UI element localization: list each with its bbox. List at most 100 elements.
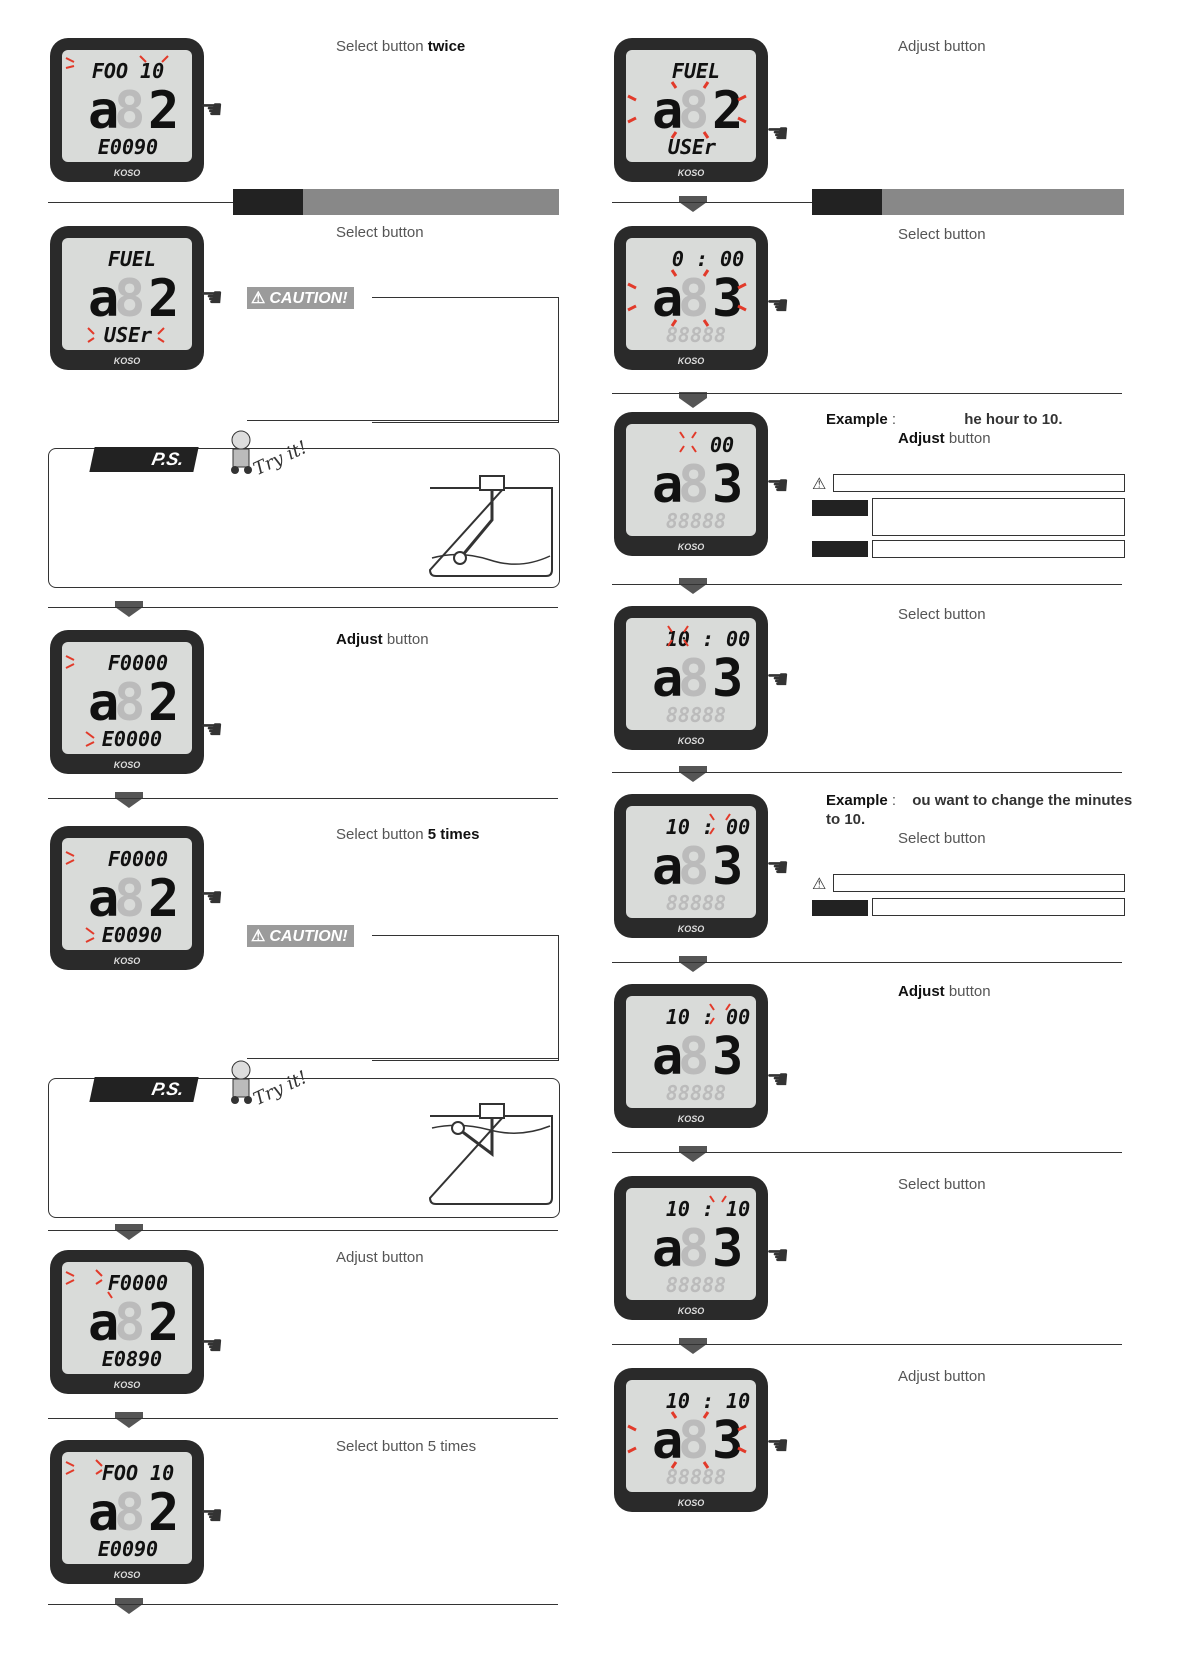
caution-box [372, 935, 559, 1061]
down-arrow-icon [679, 392, 707, 398]
note-tag [812, 541, 868, 557]
instruction: Select button [898, 1176, 986, 1193]
note-tag [812, 900, 868, 916]
svg-text:8: 8 [114, 673, 145, 733]
divider [48, 798, 558, 799]
divider [48, 607, 558, 608]
svg-text:8: 8 [114, 269, 145, 329]
instruction: Adjust button [898, 38, 986, 55]
svg-text:8: 8 [678, 649, 709, 709]
svg-text:USEr: USEr [668, 135, 716, 159]
svg-text:KOSO: KOSO [114, 356, 141, 366]
down-arrow-icon [679, 584, 707, 594]
svg-text:8: 8 [678, 269, 709, 329]
divider [612, 772, 1122, 773]
meter-top-readout: FOO 10 [92, 59, 164, 83]
svg-text:00: 00 [710, 433, 734, 457]
meter-display: 00 a 8 3 88888 KOSO [612, 410, 770, 558]
svg-text:2: 2 [148, 673, 179, 733]
svg-text:88888: 88888 [666, 323, 726, 347]
divider [48, 1418, 558, 1419]
svg-text:a: a [652, 837, 683, 897]
instruction: Adjust button [336, 631, 429, 648]
svg-text:3: 3 [712, 837, 743, 897]
down-arrow-icon [679, 1344, 707, 1354]
svg-text:10 : 00: 10 : 00 [666, 627, 750, 651]
note-box [872, 540, 1125, 558]
down-arrow-icon [679, 578, 707, 584]
instruction: Adjust button [898, 983, 991, 1000]
divider [612, 393, 1122, 394]
section-header-bar [812, 189, 1124, 215]
svg-text:2: 2 [148, 1293, 179, 1353]
hand-icon: ☚ [766, 1064, 790, 1094]
down-arrow-icon [115, 792, 143, 798]
svg-text:2: 2 [148, 1483, 179, 1543]
svg-text:a: a [88, 673, 119, 733]
svg-text:0 : 00: 0 : 00 [672, 247, 744, 271]
svg-text:USEr: USEr [104, 323, 152, 347]
svg-text:10 : 10: 10 : 10 [666, 1389, 750, 1413]
down-arrow-icon [679, 766, 707, 772]
down-arrow-icon [679, 1146, 707, 1152]
svg-text:KOSO: KOSO [114, 1570, 141, 1580]
down-arrow-icon [679, 956, 707, 962]
caution-box [372, 297, 559, 423]
instruction: Select button 5 times [336, 1438, 477, 1455]
svg-text:KOSO: KOSO [114, 760, 141, 770]
meter-mode-digit: 2 [148, 81, 179, 141]
warning-icon: ⚠ [251, 290, 266, 307]
example-line-2: to 10. [826, 811, 866, 828]
svg-text:3: 3 [712, 1027, 743, 1087]
note-box [872, 898, 1125, 916]
svg-text:a: a [652, 1411, 683, 1471]
fuel-tank-icon [420, 470, 560, 585]
svg-text:3: 3 [712, 269, 743, 329]
svg-text:8: 8 [678, 1411, 709, 1471]
svg-text:KOSO: KOSO [114, 1380, 141, 1390]
svg-text:a: a [652, 1219, 683, 1279]
caution-label: ⚠CAUTION! [247, 925, 354, 947]
down-arrow-icon [679, 398, 707, 408]
down-arrow-icon [679, 1152, 707, 1162]
svg-text:E0090: E0090 [102, 923, 162, 947]
svg-text:a: a [88, 1483, 119, 1543]
fuel-tank-icon [420, 1098, 560, 1213]
hand-icon: ☚ [766, 470, 790, 500]
down-arrow-icon [115, 1224, 143, 1230]
svg-text:FUEL: FUEL [672, 59, 720, 83]
note-box [872, 498, 1125, 536]
svg-text:88888: 88888 [666, 1273, 726, 1297]
down-arrow-icon [679, 202, 707, 212]
down-arrow-icon [115, 1598, 143, 1604]
meter-display: FOO 10 a 8 2 E0090 KOSO [48, 36, 206, 184]
caution-bottom-line [247, 1058, 559, 1059]
divider [612, 962, 1122, 963]
meter-display: 10 : 10 a 8 3 88888 KOSO [612, 1366, 770, 1514]
svg-text:88888: 88888 [666, 1081, 726, 1105]
svg-text:KOSO: KOSO [114, 956, 141, 966]
ps-box [48, 448, 560, 588]
hand-icon: ☚ [766, 118, 790, 148]
svg-text:10 : 10: 10 : 10 [666, 1197, 750, 1221]
down-arrow-icon [115, 1230, 143, 1240]
meter-display: 10 : 00 a 8 3 88888 KOSO [612, 792, 770, 940]
svg-text:a: a [88, 869, 119, 929]
hand-icon: ☚ [200, 714, 224, 744]
svg-text:88888: 88888 [666, 1465, 726, 1489]
divider [612, 1344, 1122, 1345]
meter-display: 10 : 10 a 8 3 88888 KOSO [612, 1174, 770, 1322]
svg-text:FUEL: FUEL [108, 247, 156, 271]
hand-icon: ☚ [200, 1330, 224, 1360]
instruction: Adjust button [336, 1249, 424, 1266]
svg-text:E0090: E0090 [98, 1537, 158, 1561]
meter-display: 10 : 00 a 8 3 88888 KOSO [612, 982, 770, 1130]
caution-bottom-line [247, 420, 559, 421]
instruction: Adjust button [898, 430, 991, 447]
meter-display: FUEL a 8 2 USEr KOSO [612, 36, 770, 184]
svg-text:8: 8 [114, 1293, 145, 1353]
divider [612, 1152, 1122, 1153]
svg-text:KOSO: KOSO [678, 924, 705, 934]
down-arrow-icon [115, 1604, 143, 1614]
svg-text:KOSO: KOSO [678, 1498, 705, 1508]
